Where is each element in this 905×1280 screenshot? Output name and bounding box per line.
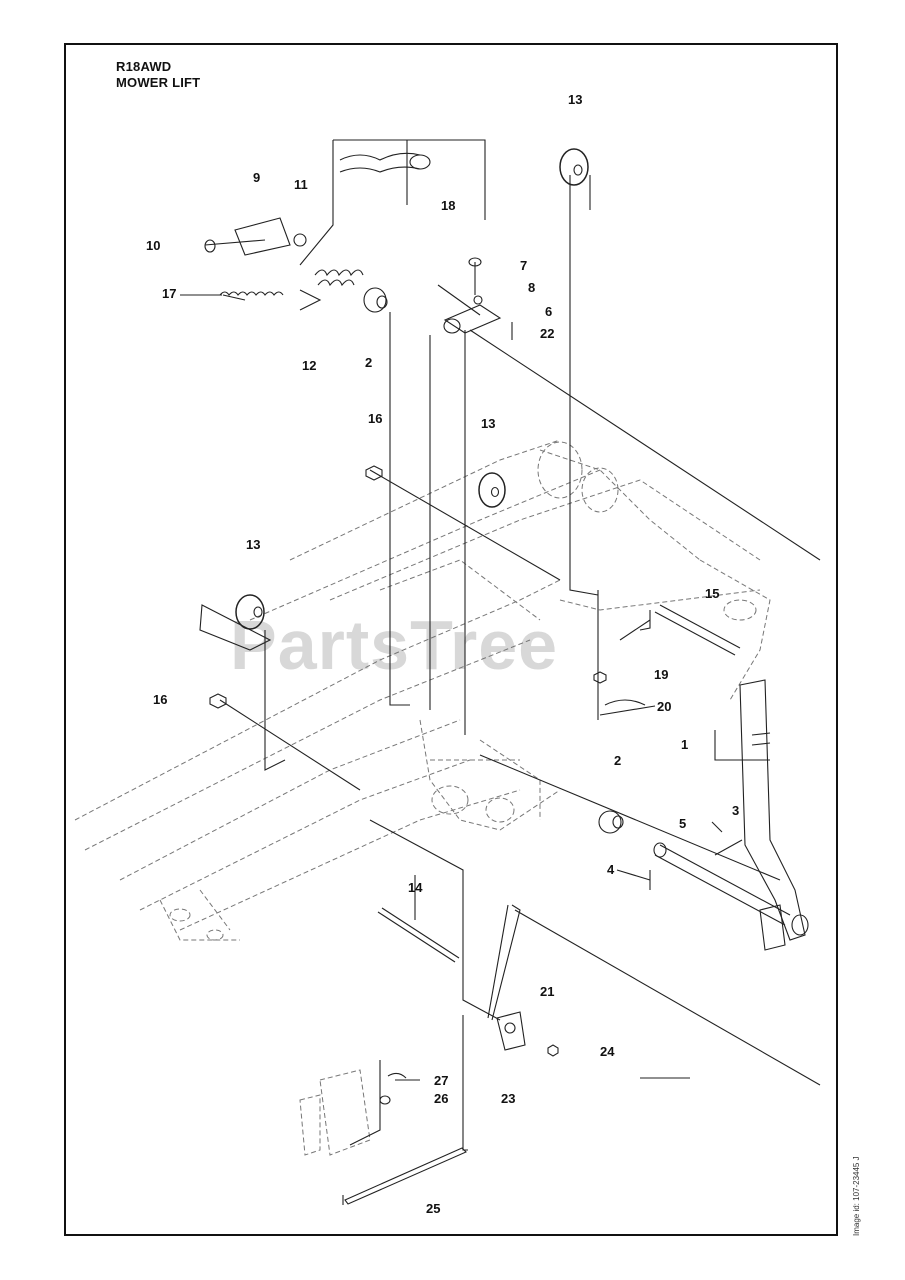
callout-13: 13 bbox=[246, 537, 261, 552]
callout-5: 5 bbox=[679, 816, 687, 831]
callout-10: 10 bbox=[146, 238, 161, 253]
callout-21: 21 bbox=[540, 984, 555, 999]
callout-23: 23 bbox=[501, 1091, 516, 1106]
callout-27: 27 bbox=[434, 1073, 449, 1088]
model-title: R18AWD bbox=[116, 59, 172, 74]
callout-2: 2 bbox=[614, 753, 622, 768]
diagram-frame bbox=[64, 43, 838, 1236]
callout-11: 11 bbox=[294, 177, 308, 192]
callout-13: 13 bbox=[481, 416, 496, 431]
tractor-frame-phantom bbox=[74, 439, 771, 1156]
callout-20: 20 bbox=[657, 699, 672, 714]
callout-24: 24 bbox=[600, 1044, 615, 1059]
callout-3: 3 bbox=[732, 803, 740, 818]
watermark: PartsTree bbox=[230, 606, 559, 684]
callout-16: 16 bbox=[153, 692, 168, 707]
callout-1: 1 bbox=[681, 737, 689, 752]
callout-17: 17 bbox=[162, 286, 177, 301]
section-title: MOWER LIFT bbox=[116, 75, 201, 90]
callout-8: 8 bbox=[528, 280, 536, 295]
callout-6: 6 bbox=[545, 304, 553, 319]
callout-19: 19 bbox=[654, 667, 669, 682]
leader-lines bbox=[180, 139, 821, 1151]
callout-16: 16 bbox=[368, 411, 383, 426]
image-id-label: Image id: 107-23445 J bbox=[852, 1156, 861, 1236]
callout-14: 14 bbox=[408, 880, 423, 895]
callout-9: 9 bbox=[253, 170, 261, 185]
callout-13: 13 bbox=[568, 92, 583, 107]
callout-18: 18 bbox=[441, 198, 456, 213]
callout-15: 15 bbox=[705, 586, 720, 601]
callout-26: 26 bbox=[434, 1091, 449, 1106]
callout-12: 12 bbox=[302, 358, 317, 373]
parts bbox=[204, 148, 809, 1205]
callout-7: 7 bbox=[520, 258, 528, 273]
callout-25: 25 bbox=[426, 1201, 441, 1216]
callout-22: 22 bbox=[540, 326, 555, 341]
callout-4: 4 bbox=[607, 862, 615, 877]
callout-2: 2 bbox=[365, 355, 373, 370]
